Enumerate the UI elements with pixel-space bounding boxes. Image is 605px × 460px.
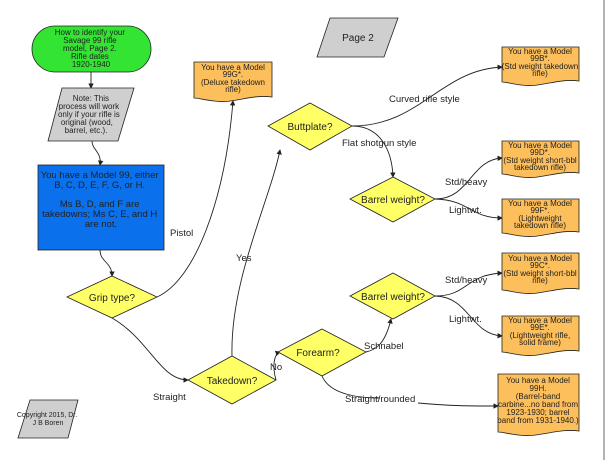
svg-text:Grip type?: Grip type?	[89, 293, 136, 304]
edge-info-grip	[99, 249, 115, 277]
edge-light1	[434, 198, 503, 221]
edge-std2	[434, 270, 503, 297]
svg-text:Straight/rounded: Straight/rounded	[345, 394, 415, 405]
edge-takedown-yes	[231, 149, 282, 357]
edge-schnabel	[365, 318, 393, 353]
svg-text:Std/heavy: Std/heavy	[445, 177, 487, 188]
svg-text:Barrel weight?: Barrel weight?	[361, 292, 425, 303]
edges	[88, 64, 503, 406]
svg-text:You have a Model 99, either: You have a Model 99, either B, C, D, E, …	[41, 170, 162, 230]
svg-text:Schnabel: Schnabel	[364, 341, 404, 352]
edge-curved	[351, 64, 503, 127]
start-terminal: How to identify your Savage 99 rifle mod…	[31, 25, 152, 73]
svg-text:Page 2: Page 2	[342, 33, 374, 44]
edge-straight-rounded	[321, 375, 498, 406]
edge-flat	[351, 125, 396, 178]
info-box: You have a Model 99, either B, C, D, E, …	[37, 164, 165, 251]
svg-text:Flat shotgun style: Flat shotgun style	[342, 138, 416, 149]
svg-text:Pistol: Pistol	[170, 228, 193, 239]
decision-buttplate: Buttplate?	[267, 102, 353, 151]
svg-text:No: No	[270, 362, 282, 373]
decision-forearm: Forearm?	[277, 328, 367, 377]
copyright-box: Copyright 2015, Dr. J B Boren	[17, 399, 79, 439]
svg-text:Note: This process will: Note: This process will work only if you…	[58, 94, 122, 135]
decision-barrel-weight-1: Barrel weight?	[349, 176, 436, 223]
svg-text:Takedown?: Takedown?	[207, 376, 258, 387]
decision-takedown: Takedown?	[187, 355, 277, 405]
svg-text:How to identify your Sav: How to identify your Savage 99 rifle mod…	[55, 28, 128, 69]
decision-barrel-weight-2: Barrel weight?	[349, 272, 436, 320]
edge-note-info	[91, 140, 104, 166]
svg-text:Copyright 2015, Dr. J B: Copyright 2015, Dr. J B Boren	[17, 412, 79, 427]
edge-std1	[434, 155, 503, 200]
svg-text:Yes: Yes	[236, 253, 252, 264]
svg-text:Curved rifle style: Curved rifle style	[389, 94, 460, 105]
decision-grip: Grip type?	[66, 275, 158, 319]
svg-text:Buttplate?: Buttplate?	[287, 122, 332, 133]
svg-text:Barrel weight?: Barrel weight?	[361, 195, 425, 206]
edge-takedown-no	[273, 350, 281, 381]
svg-text:Std/heavy: Std/heavy	[445, 275, 487, 286]
svg-text:Lightwt.: Lightwt.	[449, 205, 482, 216]
edge-grip-straight	[111, 317, 189, 383]
svg-text:Forearm?: Forearm?	[296, 348, 340, 359]
edge-grip-pistol	[156, 100, 236, 298]
svg-text:Straight: Straight	[153, 392, 186, 403]
edge-light2	[434, 295, 503, 339]
note-box: Note: This process will work only if you…	[47, 87, 135, 142]
edge-labels: Pistol Straight Yes No Curved rifle styl…	[153, 94, 487, 405]
svg-text:Lightwt.: Lightwt.	[449, 314, 482, 325]
page-label-box: Page 2	[316, 17, 399, 58]
